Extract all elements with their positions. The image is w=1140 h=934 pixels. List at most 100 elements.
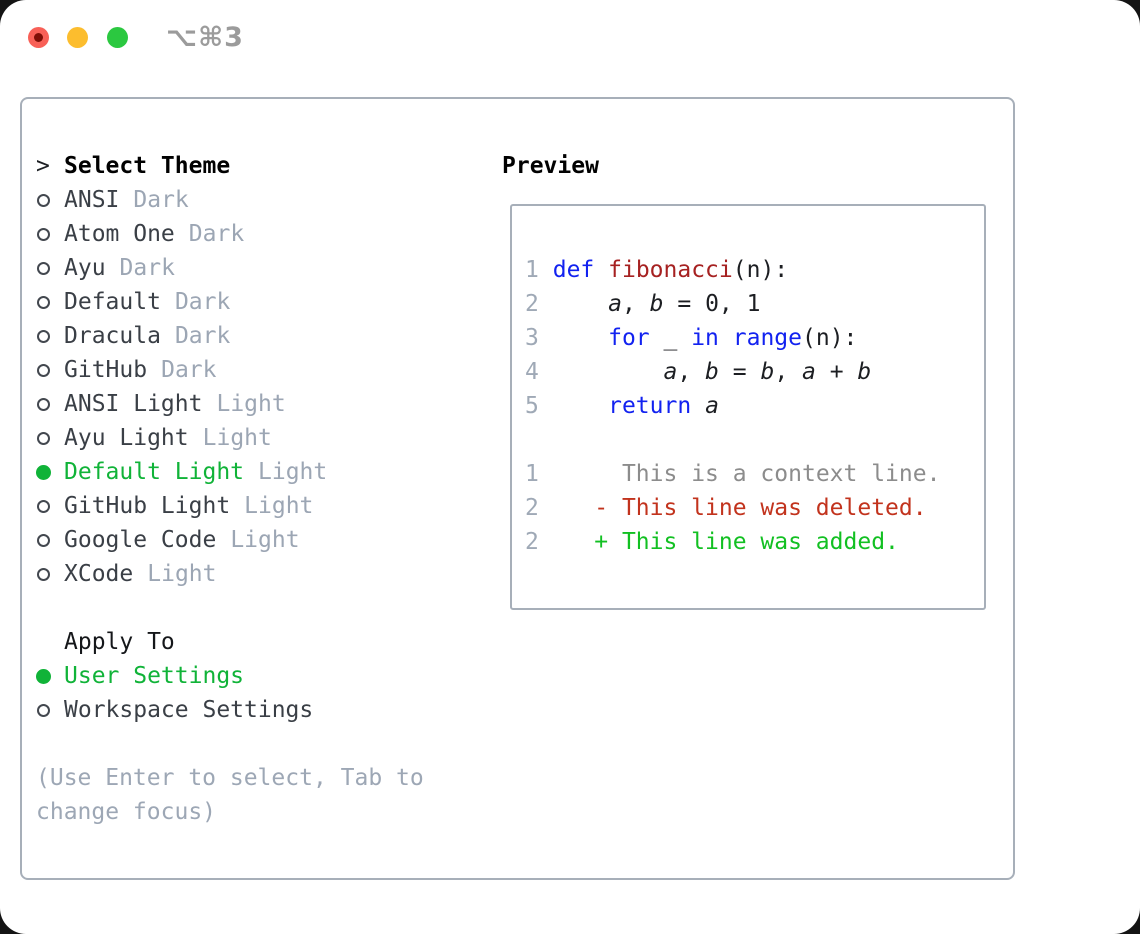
blank-line — [525, 423, 984, 457]
token — [539, 325, 608, 351]
apply-option-label: User Settings — [64, 663, 245, 689]
diff-added-text: + This line was added. — [594, 529, 899, 555]
token: , — [621, 291, 650, 317]
apply-option-label: Workspace Settings — [64, 697, 314, 723]
apply-option-user-settings[interactable]: User Settings — [36, 659, 424, 693]
token: (n): — [732, 257, 789, 283]
radio-selected-icon — [36, 464, 64, 480]
line-number: 4 — [525, 359, 539, 385]
radio-icon — [36, 397, 64, 411]
radio-icon — [36, 363, 64, 377]
theme-name: Default — [64, 289, 161, 315]
token: (n): — [802, 325, 858, 351]
token-variable: a — [663, 359, 678, 385]
theme-name: ANSI Light — [64, 391, 203, 417]
token-keyword: range — [732, 325, 803, 351]
token-variable: a — [705, 393, 719, 419]
theme-variant: Light — [147, 561, 217, 587]
line-number: 2 — [525, 291, 539, 317]
select-theme-header: >Select Theme — [36, 149, 424, 183]
code-line-4: 4 a, b = b, a + b — [525, 355, 984, 389]
select-theme-title: Select Theme — [64, 153, 231, 179]
preview-title: Preview — [502, 153, 599, 179]
token — [594, 257, 608, 283]
token-keyword: in — [691, 325, 719, 351]
diff-context-text: This is a context line. — [621, 461, 941, 487]
theme-option-ansi-dark[interactable]: ANSI Dark — [36, 183, 424, 217]
theme-variant: Light — [216, 391, 286, 417]
theme-option-github-light[interactable]: GitHub Light Light — [36, 489, 424, 523]
line-number: 2 — [525, 495, 539, 521]
diff-added-line: 2 + This line was added. — [525, 525, 984, 559]
theme-variant: Dark — [188, 221, 245, 247]
token-function: fibonacci — [608, 257, 733, 283]
line-number: 1 — [525, 257, 539, 283]
radio-icon — [36, 533, 64, 547]
theme-name: Atom One — [64, 221, 175, 247]
theme-name: Default Light — [64, 459, 245, 485]
token — [719, 325, 733, 351]
theme-option-dracula-dark[interactable]: Dracula Dark — [36, 319, 424, 353]
help-text-line-1: (Use Enter to select, Tab to — [36, 765, 424, 791]
minimize-button[interactable] — [67, 27, 88, 48]
line-number: 1 — [525, 461, 539, 487]
theme-variant: Dark — [133, 187, 189, 213]
token-variable: a — [802, 359, 816, 385]
theme-variant: Dark — [174, 323, 231, 349]
token — [539, 461, 622, 487]
token: , — [677, 359, 706, 385]
spacer-row — [36, 591, 424, 625]
diff-deleted-text: - This line was deleted. — [594, 495, 927, 521]
token — [539, 529, 594, 555]
theme-variant: Dark — [174, 289, 231, 315]
token-variable: a — [608, 291, 622, 317]
radio-icon — [36, 567, 64, 581]
theme-variant: Light — [244, 493, 314, 519]
theme-name: XCode — [64, 561, 134, 587]
close-button[interactable] — [28, 27, 49, 48]
diff-context-line: 1 This is a context line. — [525, 457, 984, 491]
close-dot-icon — [34, 33, 43, 42]
theme-name: Google Code — [64, 527, 217, 553]
token — [539, 393, 608, 419]
apply-to-title: Apply To — [64, 629, 175, 655]
token-variable: b — [705, 359, 719, 385]
token: = 0, 1 — [663, 291, 761, 317]
theme-name: Ayu — [64, 255, 106, 281]
line-number: 5 — [525, 393, 539, 419]
radio-icon — [36, 499, 64, 513]
theme-option-default-dark[interactable]: Default Dark — [36, 285, 424, 319]
theme-option-ansi-light[interactable]: ANSI Light Light — [36, 387, 424, 421]
zoom-button[interactable] — [107, 27, 128, 48]
theme-option-xcode-light[interactable]: XCode Light — [36, 557, 424, 591]
theme-variant: Light — [202, 425, 272, 451]
theme-name: ANSI — [64, 187, 120, 213]
apply-option-workspace-settings[interactable]: Workspace Settings — [36, 693, 424, 727]
token — [539, 495, 594, 521]
line-number: 2 — [525, 529, 539, 555]
token-keyword: return — [608, 393, 692, 419]
theme-name: Dracula — [64, 323, 161, 349]
radio-icon — [36, 193, 64, 207]
radio-icon — [36, 227, 64, 241]
radio-icon — [36, 703, 64, 717]
radio-icon — [36, 431, 64, 445]
token — [539, 359, 664, 385]
theme-name: GitHub Light — [64, 493, 231, 519]
code-line-2: 2 a, b = 0, 1 — [525, 287, 984, 321]
theme-name: GitHub — [64, 357, 148, 383]
theme-option-atom-one-dark[interactable]: Atom One Dark — [36, 217, 424, 251]
help-text-line-2: change focus) — [36, 799, 217, 825]
code-line-1: 1 def fibonacci(n): — [525, 253, 984, 287]
line-number: 3 — [525, 325, 539, 351]
